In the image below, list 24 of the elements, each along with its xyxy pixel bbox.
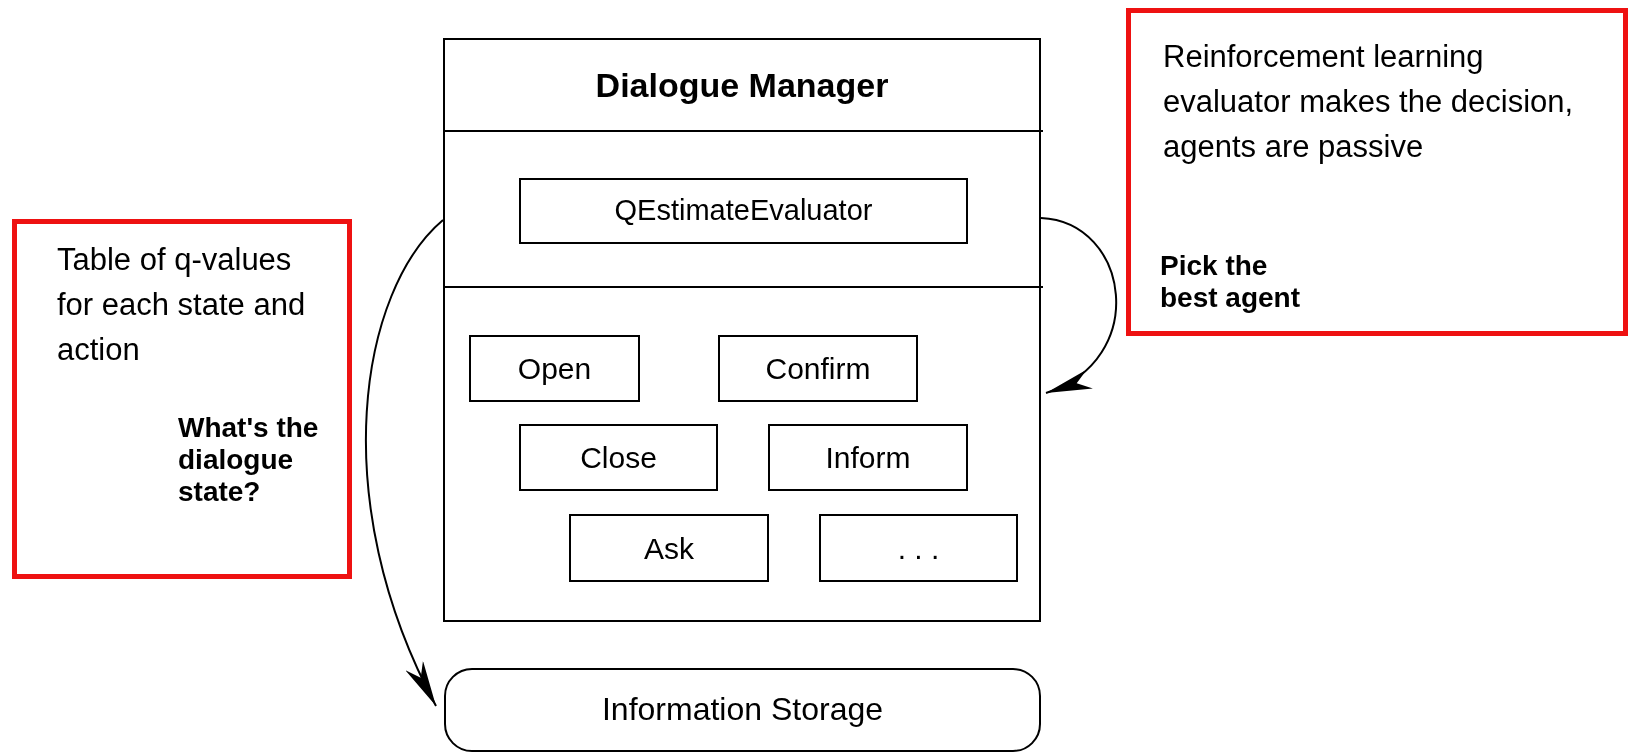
node-label: Inform xyxy=(825,441,911,474)
agent-box xyxy=(768,424,968,491)
annotation-box xyxy=(1126,8,1628,336)
agent-box xyxy=(469,335,640,402)
agent-box xyxy=(519,178,968,244)
annotation-text: Table of q-values for each state and action xyxy=(57,241,307,369)
node-label: Information Storage xyxy=(601,692,883,728)
agent-box xyxy=(519,424,718,491)
agent-box xyxy=(718,335,918,402)
node-label: Confirm xyxy=(765,352,871,385)
annotation-text: Reinforcement learning evaluator makes the decision, agents are passive xyxy=(1163,38,1575,166)
curved-arrow xyxy=(365,219,444,707)
storage-box xyxy=(444,668,1041,752)
node-label: Open xyxy=(517,352,592,385)
agent-box xyxy=(819,514,1018,582)
node-label: . . . xyxy=(897,531,940,565)
curved-arrow xyxy=(1040,217,1117,394)
panel-title: Dialogue Manager xyxy=(595,65,889,105)
dialogue-manager-box xyxy=(443,38,1041,622)
node-label: Close xyxy=(580,441,657,474)
agent-box xyxy=(569,514,769,582)
node-label: QEstimateEvaluator xyxy=(614,195,873,227)
annotation-box xyxy=(12,219,352,579)
node-label: Ask xyxy=(644,531,694,565)
